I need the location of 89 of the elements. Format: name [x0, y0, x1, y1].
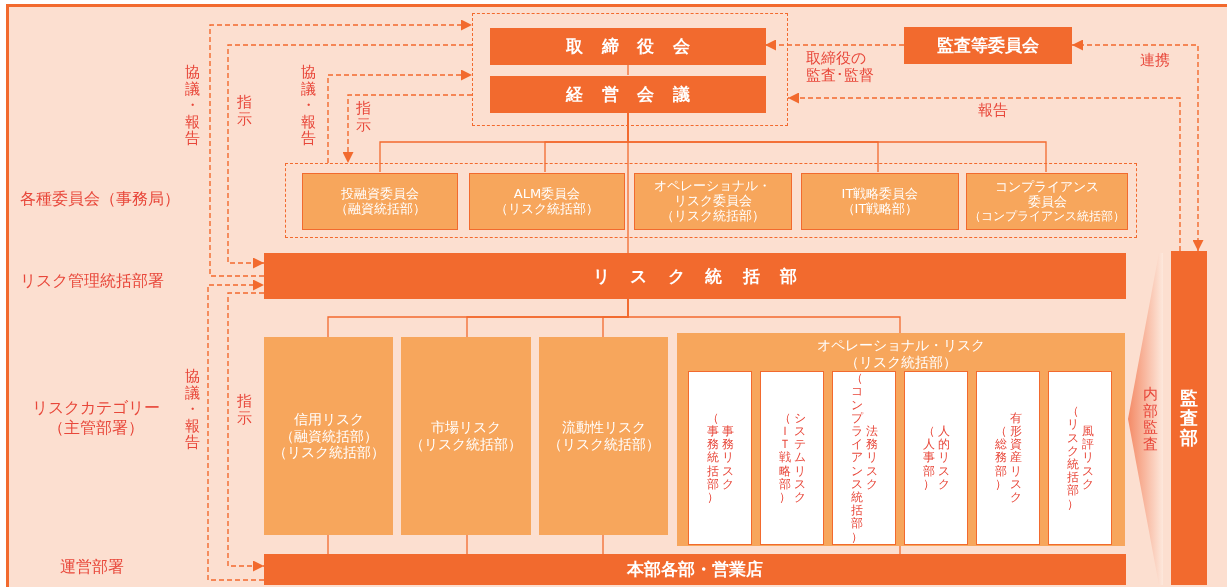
connector-line — [466, 534, 468, 555]
node-title: （リスク統括部） — [1066, 405, 1079, 511]
committee-box — [302, 173, 458, 230]
node-title: 内部監査 — [1143, 386, 1158, 452]
node-subtitle: （リスク統括部） — [272, 444, 385, 462]
node-title: （事務統括部） — [706, 411, 719, 505]
arrow — [342, 94, 473, 164]
risk-item-box — [1048, 371, 1112, 545]
org-box — [490, 28, 766, 65]
node-title: （コンプライアンス統括部） — [850, 372, 863, 544]
arrow — [209, 19, 473, 277]
org-box — [904, 27, 1072, 64]
edge-label: 連携 — [1140, 52, 1170, 70]
node-subtitle: 人的リスク — [937, 425, 950, 491]
node-title: 監査等委員会 — [937, 34, 1039, 57]
node-title: （総務部） — [994, 425, 1007, 491]
node-title: リスク統括部 — [592, 264, 818, 288]
node-subtitle: 風評リスク — [1081, 425, 1094, 491]
audit-department-bar — [1171, 251, 1207, 585]
node-title: 市場リスク — [431, 419, 501, 436]
edge-label: 指示 — [237, 393, 252, 426]
row-label: リスク管理統括部署 — [20, 271, 164, 292]
arrow — [327, 69, 473, 164]
edge-label: 報告 — [978, 102, 1008, 120]
node-title: 経営会議 — [564, 83, 709, 106]
node-subtitle: （融資統括部） — [279, 427, 378, 445]
node-subtitle: 事務リスク — [721, 425, 734, 491]
node-title: 取締役会 — [564, 35, 709, 58]
edge-label: 指示 — [237, 94, 252, 127]
arrow — [227, 292, 265, 572]
risk-item-box — [760, 371, 824, 545]
dashed-group-frame — [472, 13, 788, 126]
connector-line — [627, 63, 629, 76]
node-subtitle: （リスク統括部） — [410, 436, 522, 453]
committee-box — [634, 173, 792, 230]
org-box — [264, 253, 1126, 299]
node-title: オペレーショナル・リスク — [817, 337, 985, 354]
node-subtitle: システムリスク — [793, 411, 806, 505]
internal-audit-wedge — [1128, 253, 1163, 585]
node-subtitle: （リスク統括部） — [845, 353, 957, 371]
edge-label: 取締役の監査･監督 — [806, 50, 875, 85]
risk-group-panel — [677, 333, 1125, 546]
risk-item-box — [832, 371, 896, 545]
committee-box — [469, 173, 625, 230]
node-subtitle: （コンプライアンス統括部） — [969, 209, 1125, 224]
arrow — [207, 279, 265, 581]
risk-category-box — [264, 337, 393, 535]
connector-line — [327, 534, 329, 555]
connector-line — [602, 534, 604, 555]
edge-label: 協議・報告 — [301, 64, 316, 147]
node-subtitle: 有形資産リスク — [1009, 411, 1022, 505]
connector-line — [899, 545, 901, 555]
row-label: リスクカテゴリー（主管部署） — [30, 398, 161, 439]
risk-item-box — [688, 371, 752, 545]
edge-label: 協議・報告 — [185, 368, 200, 451]
edge-label: 協議・報告 — [185, 64, 200, 147]
committee-box — [801, 173, 959, 230]
connector-line — [627, 298, 901, 334]
node-title: （人事部） — [922, 425, 935, 491]
risk-item-box — [976, 371, 1040, 545]
arrow — [787, 92, 1181, 252]
node-title: 投融資委員会 — [341, 186, 419, 202]
arrow — [1071, 39, 1204, 252]
node-title: コンプライアンス委員会 — [994, 179, 1100, 210]
org-box — [490, 76, 766, 113]
node-subtitle: （リスク統括部） — [547, 436, 660, 453]
node-subtitle: （リスク統括部） — [495, 201, 599, 217]
node-title: IT戦略委員会 — [841, 186, 919, 202]
dashed-group-frame — [285, 163, 1137, 238]
node-title: （ＩＴ戦略部） — [778, 411, 791, 505]
org-box — [264, 554, 1126, 585]
row-label: 各種委員会（事務局） — [20, 189, 180, 210]
node-subtitle: （IT戦略部） — [841, 201, 919, 217]
edge-label: 指示 — [356, 100, 371, 133]
node-subtitle: （融資統括部） — [334, 201, 426, 217]
committee-box — [966, 173, 1128, 230]
node-title: 信用リスク — [293, 410, 364, 428]
risk-category-box — [401, 337, 531, 535]
risk-item-box — [904, 371, 968, 545]
node-title: ALM委員会 — [513, 186, 581, 202]
row-label: 運営部署 — [60, 557, 124, 578]
arrow — [227, 44, 473, 269]
node-subtitle: 法務リスク — [865, 425, 878, 491]
node-title: 監査部 — [1180, 388, 1198, 448]
node-title: 流動性リスク — [561, 419, 646, 436]
node-subtitle: （リスク統括部） — [661, 208, 765, 224]
node-title: 本部各部・営業店 — [627, 558, 763, 581]
risk-category-box — [539, 337, 668, 535]
node-title: オペレーショナル・リスク委員会 — [653, 179, 773, 209]
